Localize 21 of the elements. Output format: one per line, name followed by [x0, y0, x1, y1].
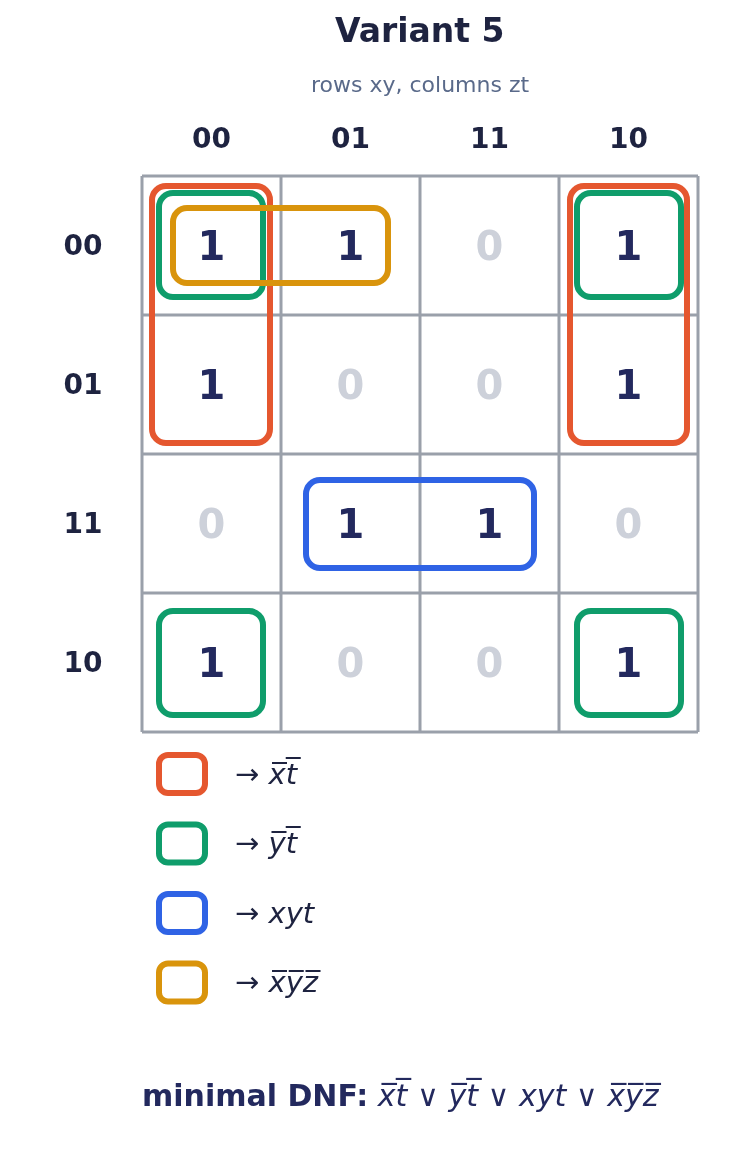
legend-label: → xyt [235, 898, 315, 928]
row-header: 11 [63, 509, 103, 538]
cell-value: 1 [197, 225, 226, 266]
cell-value: 1 [336, 503, 365, 544]
column-header: 10 [609, 125, 648, 153]
cell-value: 1 [475, 503, 504, 544]
cell-value: 1 [197, 642, 226, 683]
row-header: 10 [63, 648, 103, 677]
cell-value: 1 [336, 225, 365, 266]
diagram-title: Variant 5 [335, 13, 505, 47]
legend-label: → x̅y̅z̅ [235, 968, 319, 997]
cell-value: 1 [614, 225, 643, 266]
subtitle: rows xy, columns zt [311, 74, 530, 96]
row-header: 01 [63, 370, 103, 399]
cell-value: 1 [614, 364, 643, 405]
column-header: 00 [192, 125, 231, 153]
column-header: 01 [331, 125, 370, 153]
row-header: 00 [63, 231, 103, 260]
cell-value: 1 [197, 364, 226, 405]
cell-value: 1 [614, 642, 643, 683]
column-header: 11 [470, 125, 509, 153]
